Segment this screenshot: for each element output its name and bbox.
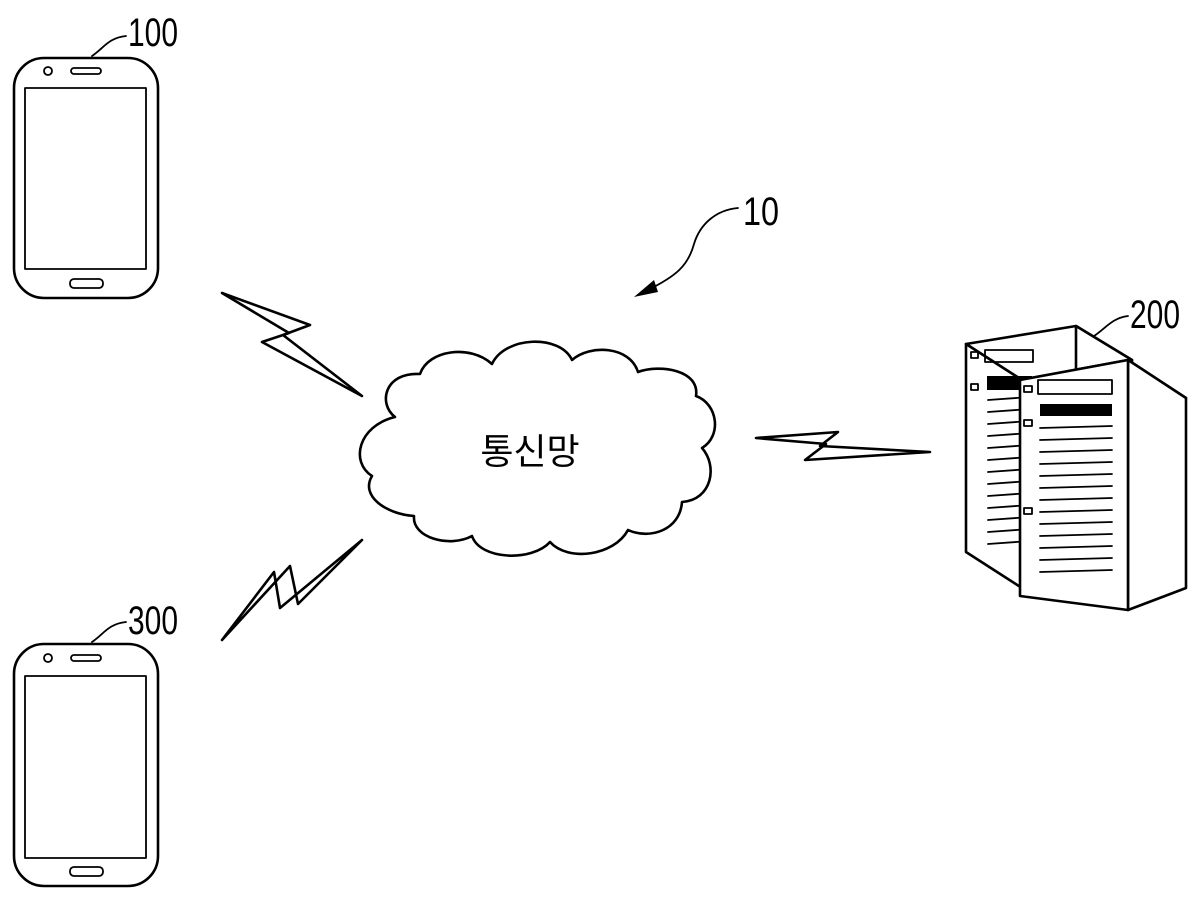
terminal-300-phone bbox=[14, 644, 158, 886]
wireless-link-server-200 bbox=[756, 432, 930, 460]
network-ref-arrowhead bbox=[634, 280, 658, 297]
network-cloud-label: 통신망 bbox=[480, 432, 579, 473]
network-ref-label: 10 bbox=[743, 190, 779, 234]
terminal-300-label: 300 bbox=[128, 599, 178, 643]
terminal-100-phone bbox=[14, 58, 158, 298]
terminal-300-leader-line bbox=[92, 622, 126, 642]
terminal-100-leader-line bbox=[92, 36, 126, 56]
network-ref-arrow-line bbox=[648, 208, 738, 290]
terminal-100-label: 100 bbox=[128, 11, 178, 55]
server-200 bbox=[966, 326, 1186, 610]
server-200-leader-line bbox=[1094, 316, 1128, 336]
wireless-link-terminal-300 bbox=[222, 540, 362, 640]
wireless-link-terminal-100 bbox=[222, 293, 362, 396]
server-200-label: 200 bbox=[1130, 293, 1180, 337]
